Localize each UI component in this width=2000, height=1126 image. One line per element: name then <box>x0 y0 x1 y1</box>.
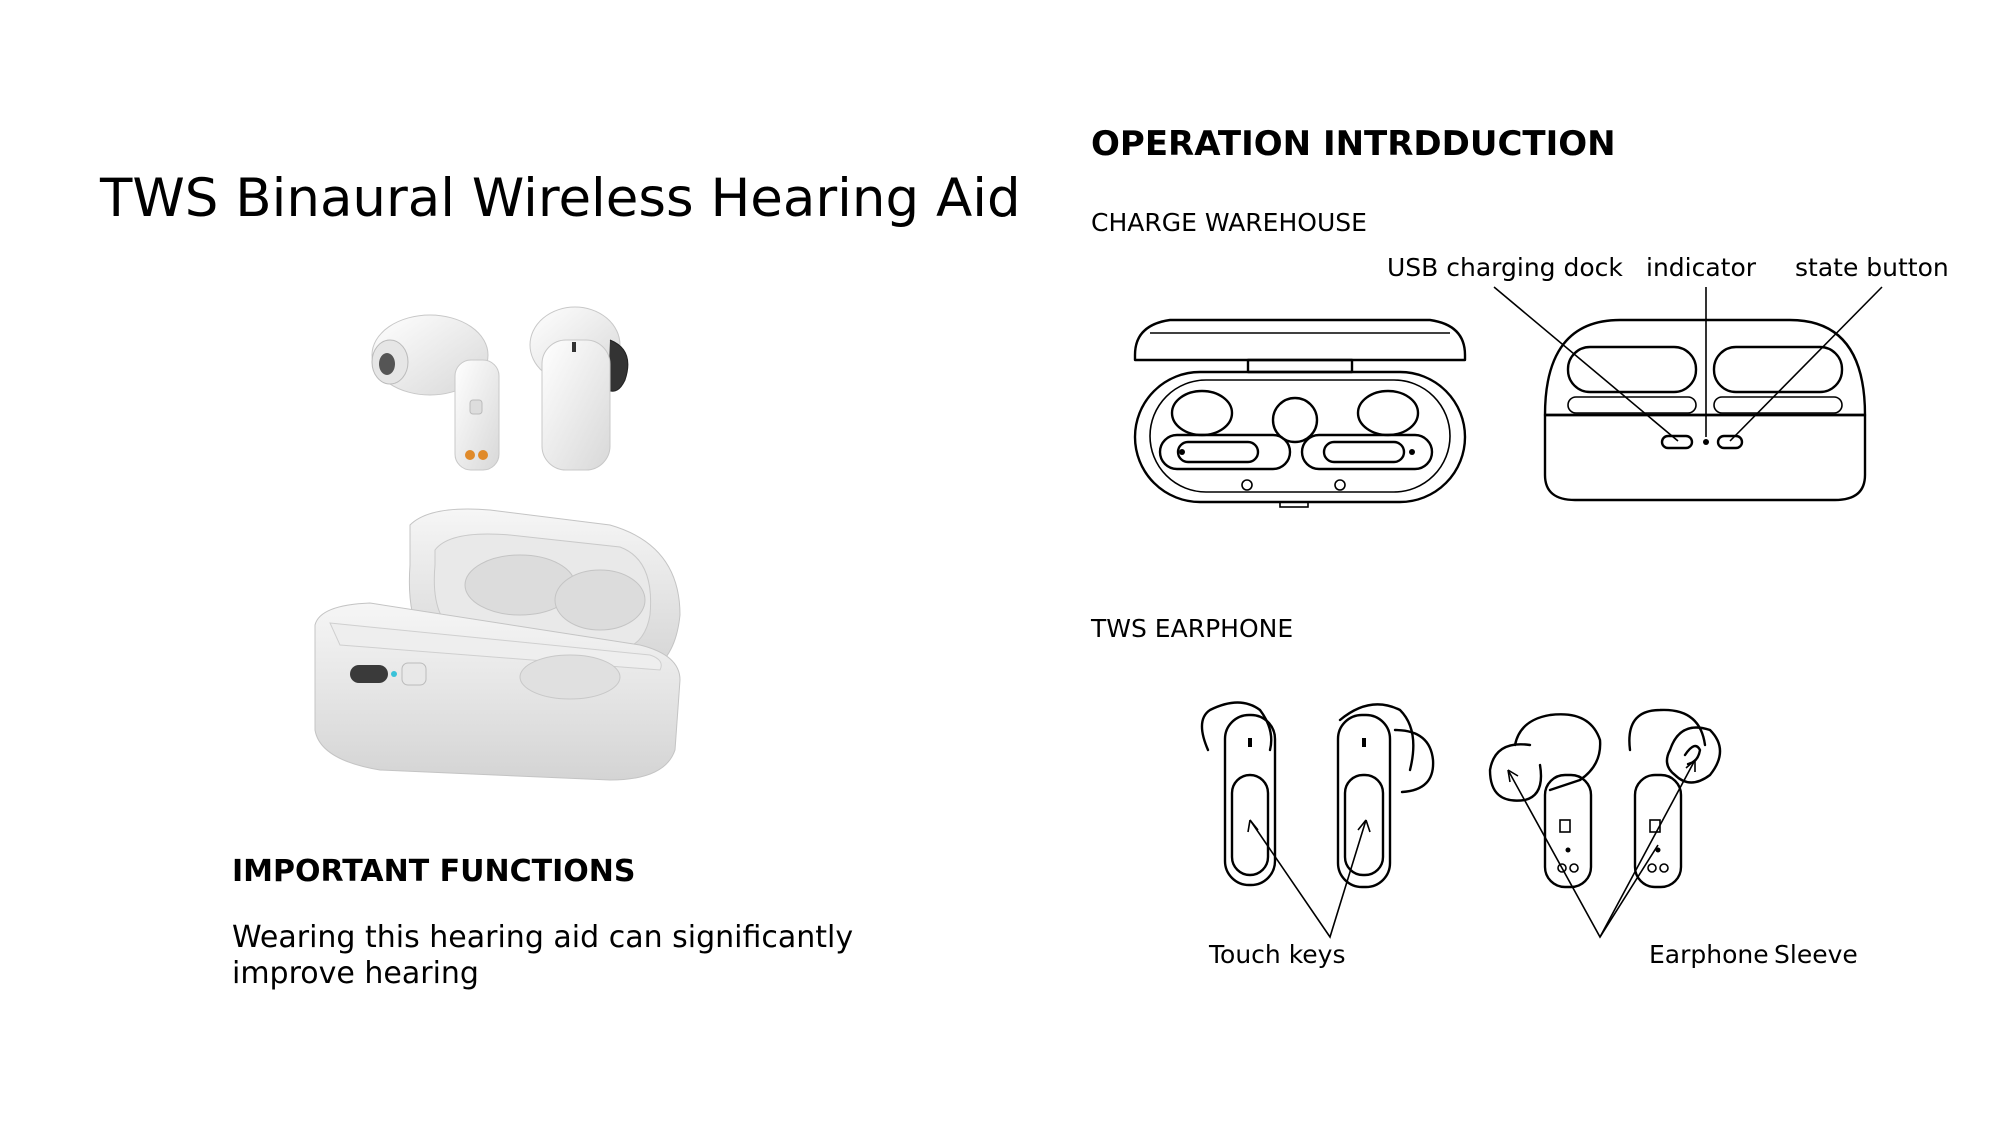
tws-earphone-title: TWS EARPHONE <box>1091 614 1294 643</box>
label-touch-keys: Touch keys <box>1209 940 1346 969</box>
charge-warehouse-title: CHARGE WAREHOUSE <box>1091 208 1367 237</box>
label-state-button: state button <box>1795 253 1949 282</box>
earbuds-photo <box>371 306 629 471</box>
operation-heading: OPERATION INTRDDUCTION <box>1091 124 1616 164</box>
label-usb-charging-dock: USB charging dock <box>1387 253 1623 282</box>
label-earphone: Earphone <box>1649 940 1769 969</box>
earphone-diagrams <box>1200 701 1722 939</box>
page-title: TWS Binaural Wireless Hearing Aid <box>100 168 1021 229</box>
label-sleeve: Sleeve <box>1774 940 1858 969</box>
case-top-view-diagram <box>1133 318 1467 508</box>
important-functions-heading: IMPORTANT FUNCTIONS <box>232 854 636 889</box>
charging-case-photo <box>314 508 681 781</box>
case-front-view-diagram <box>1493 286 1883 502</box>
label-indicator: indicator <box>1646 253 1757 282</box>
important-functions-text: Wearing this hearing aid can significant… <box>232 920 854 991</box>
